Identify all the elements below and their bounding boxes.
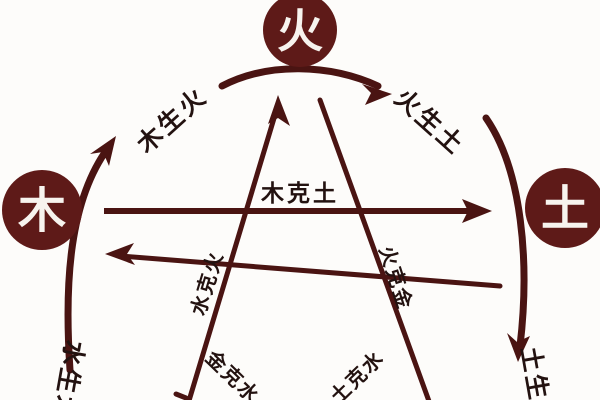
label-metal-overcomes-water: 金克水	[200, 345, 265, 400]
arc-fire-generates-earth	[482, 114, 530, 362]
arrowhead-water-overcomes-fire	[268, 95, 290, 126]
label-water-generates-wood: 水生木	[46, 338, 89, 400]
overcoming-cycle-lines	[104, 95, 503, 400]
node-fire-circle	[263, 0, 337, 67]
node-earth[interactable]: 土	[525, 168, 600, 248]
arc-fire-crown	[218, 65, 392, 105]
arrowhead-fire-generates-earth	[507, 333, 530, 362]
node-fire[interactable]: 火	[263, 0, 337, 67]
arrowhead-wood-overcomes-earth	[462, 199, 492, 223]
element-nodes: 火 木 土	[2, 0, 600, 250]
label-water-overcomes-fire: 水克火	[186, 248, 228, 318]
line-water-overcomes-fire	[186, 95, 290, 400]
generating-cycle-labels: 木生火 火生土 土生金 水生木	[46, 81, 558, 400]
label-earth-overcomes-water: 土克水	[325, 345, 389, 400]
label-wood-generates-fire: 木生火	[130, 81, 213, 159]
arrowhead-fire-crown	[362, 84, 392, 105]
label-wood-overcomes-earth: 木克土	[260, 180, 339, 207]
node-wood-glyph: 木	[18, 183, 66, 239]
node-fire-glyph: 火	[277, 4, 323, 58]
node-earth-circle	[525, 168, 600, 248]
line-wood-overcomes-earth	[104, 199, 492, 223]
arrowhead-metal-overcomes-wood	[105, 243, 135, 265]
node-wood-circle	[2, 170, 82, 250]
line-fire-overcomes-metal	[317, 97, 432, 400]
label-earth-generates-metal: 土生金	[515, 344, 558, 400]
node-earth-glyph: 土	[541, 181, 589, 237]
arc-wood-generates-fire	[64, 136, 116, 374]
generating-cycle-arcs	[64, 65, 530, 374]
line-metal-overcomes-wood	[105, 243, 503, 289]
arrowhead-wood-generates-fire	[90, 136, 116, 166]
line-earth-overcomes-water	[173, 391, 189, 400]
node-wood[interactable]: 木	[2, 170, 82, 250]
label-fire-generates-earth: 火生土	[389, 83, 471, 161]
